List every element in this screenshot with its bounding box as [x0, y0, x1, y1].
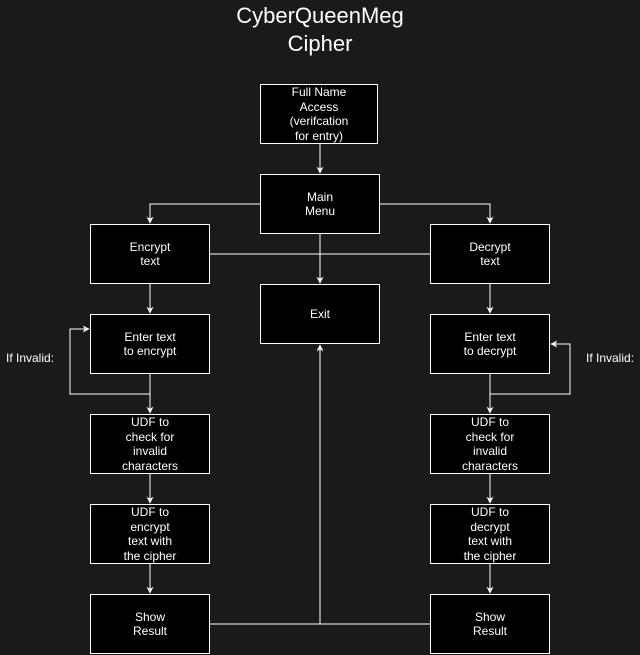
edge-invalid-loop-left — [69, 325, 150, 395]
node-udf-encrypt-label: UDF to encrypt text with the cipher — [123, 505, 177, 563]
title-line-2: Cipher — [287, 31, 353, 56]
node-udf-check-left: UDF to check for invalid characters — [90, 414, 210, 474]
node-full-name-access-label: Full Name Access (verifcation for entry) — [289, 85, 349, 143]
node-exit: Exit — [260, 284, 380, 344]
node-udf-check-right-label: UDF to check for invalid characters — [461, 415, 519, 473]
edge-menu-to-encrypt — [146, 203, 260, 224]
node-show-result-left-label: Show Result — [132, 609, 167, 639]
node-udf-check-left-label: UDF to check for invalid characters — [121, 415, 179, 473]
node-encrypt-text-label: Encrypt text — [129, 239, 171, 269]
node-udf-decrypt-label: UDF to decrypt text with the cipher — [463, 505, 517, 563]
node-decrypt-text: Decrypt text — [430, 224, 550, 284]
node-decrypt-text-label: Decrypt text — [469, 239, 511, 269]
node-main-menu-label: Main Menu — [304, 189, 336, 219]
node-exit-label: Exit — [309, 306, 330, 321]
label-if-invalid-left: If Invalid: — [6, 351, 55, 365]
node-encrypt-text: Encrypt text — [90, 224, 210, 284]
edge-invalid-loop-right — [490, 340, 571, 395]
node-show-result-right-label: Show Result — [472, 609, 507, 639]
edge-menu-to-decrypt — [380, 203, 494, 224]
node-udf-decrypt: UDF to decrypt text with the cipher — [430, 504, 550, 564]
diagram-title: CyberQueenMeg Cipher — [0, 2, 640, 58]
label-if-invalid-right: If Invalid: — [586, 351, 635, 365]
node-enter-text-encrypt: Enter text to encrypt — [90, 314, 210, 374]
node-show-result-left: Show Result — [90, 594, 210, 654]
node-main-menu: Main Menu — [260, 174, 380, 234]
node-enter-text-encrypt-label: Enter text to encrypt — [123, 329, 177, 359]
node-udf-check-right: UDF to check for invalid characters — [430, 414, 550, 474]
node-enter-text-decrypt: Enter text to decrypt — [430, 314, 550, 374]
node-full-name-access: Full Name Access (verifcation for entry) — [260, 84, 378, 144]
node-enter-text-decrypt-label: Enter text to decrypt — [463, 329, 517, 359]
title-line-1: CyberQueenMeg — [236, 3, 404, 28]
node-udf-encrypt: UDF to encrypt text with the cipher — [90, 504, 210, 564]
node-show-result-right: Show Result — [430, 594, 550, 654]
